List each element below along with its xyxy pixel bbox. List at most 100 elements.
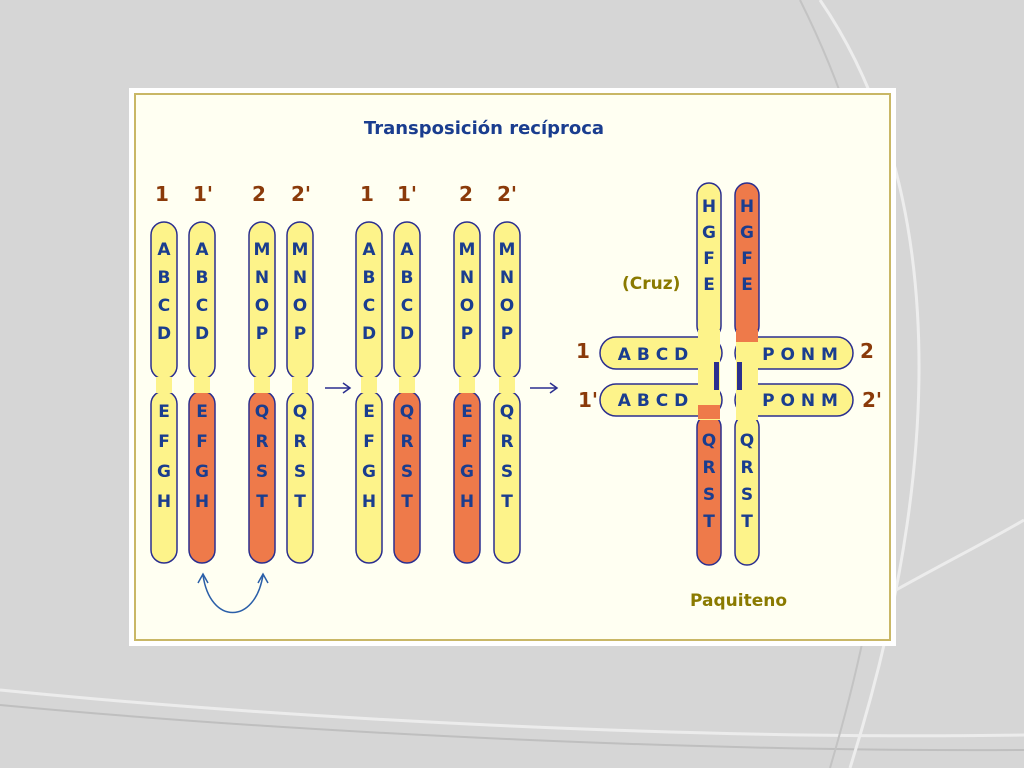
gene-label: B [158, 268, 171, 288]
gene-label: S [401, 462, 413, 482]
gene-label: Q [500, 402, 514, 422]
gene-label: E [158, 402, 170, 422]
gene-label: O [255, 296, 269, 316]
label-2-after: 2 [459, 182, 473, 206]
gene-label: F [196, 432, 208, 452]
gene-label: Q [255, 402, 269, 422]
gene-label: G [157, 462, 171, 482]
gene-label: S [294, 462, 306, 482]
label-1p-after: 1' [397, 182, 418, 206]
gene-label: H [460, 492, 474, 512]
gene-label: G [740, 223, 754, 243]
gene-label: R [293, 432, 306, 452]
centromere [459, 377, 475, 393]
gene-label: H [195, 492, 209, 512]
gene-label: Q [400, 402, 414, 422]
gene-label: G [460, 462, 474, 482]
gene-label: D [400, 324, 414, 344]
label-2p-cross: 2' [862, 388, 883, 412]
gene-label: A [362, 240, 376, 260]
gene-label: P [294, 324, 306, 344]
gene-label: M [499, 240, 516, 260]
gene-label: B [196, 268, 209, 288]
centromere-bar [714, 362, 719, 390]
gene-label: C [158, 296, 170, 316]
label-2-cross: 2 [860, 339, 874, 363]
centromere [254, 377, 270, 393]
gene-label: A [400, 240, 414, 260]
gene-label: R [400, 432, 413, 452]
gene-label: E [196, 402, 208, 422]
gene-label: T [741, 512, 753, 532]
gene-label: R [255, 432, 268, 452]
cross-arm-right-bottom [734, 383, 854, 417]
centromere [361, 377, 377, 393]
gene-label: A B C D [618, 391, 688, 411]
gene-label: G [195, 462, 209, 482]
gene-label: N [293, 268, 307, 288]
gene-label: T [256, 492, 268, 512]
gene-label: B [363, 268, 376, 288]
centromere-bar [737, 362, 742, 390]
gene-label: E [363, 402, 375, 422]
gene-label: F [158, 432, 170, 452]
gene-label: C [401, 296, 413, 316]
paquiteno-label: Paquiteno [690, 591, 788, 611]
gene-label: B [401, 268, 414, 288]
gene-label: M [459, 240, 476, 260]
gene-label: H [157, 492, 171, 512]
label-2p-after: 2' [497, 182, 518, 206]
gene-label: G [702, 223, 716, 243]
gene-label: E [461, 402, 473, 422]
gene-label: Q [740, 431, 754, 451]
gene-label: T [703, 512, 715, 532]
centromere [499, 377, 515, 393]
gene-label: Q [293, 402, 307, 422]
gene-label: M [292, 240, 309, 260]
gene-label: S [741, 485, 753, 505]
label-1p-before: 1' [193, 182, 214, 206]
gene-label: D [157, 324, 171, 344]
label-1p-cross: 1' [578, 388, 599, 412]
gene-label: T [501, 492, 513, 512]
gene-label: T [294, 492, 306, 512]
gene-label: S [256, 462, 268, 482]
gene-label: H [362, 492, 376, 512]
cross-arm-left-bottom [599, 383, 723, 417]
gene-label: F [703, 249, 715, 269]
gene-label: P O N M [762, 345, 838, 365]
gene-label: S [501, 462, 513, 482]
centromere [156, 377, 172, 393]
gene-label: F [741, 249, 753, 269]
label-2p-before: 2' [291, 182, 312, 206]
gene-label: P O N M [762, 391, 838, 411]
gene-label: P [461, 324, 473, 344]
gene-label: R [740, 458, 753, 478]
cross-center-right [736, 330, 758, 420]
gene-label: O [500, 296, 514, 316]
gene-label: N [460, 268, 474, 288]
gene-label: O [460, 296, 474, 316]
label-2-before: 2 [252, 182, 266, 206]
gene-label: N [500, 268, 514, 288]
label-1-cross: 1 [576, 339, 590, 363]
gene-label: A [157, 240, 171, 260]
arrow-right-icon [325, 382, 352, 394]
cross-center-orange-left [698, 405, 720, 419]
gene-label: N [255, 268, 269, 288]
arrow-right-icon [530, 382, 559, 394]
gene-label: D [362, 324, 376, 344]
cross-arm-right-top [734, 336, 854, 370]
gene-label: E [741, 275, 753, 295]
gene-label: P [256, 324, 268, 344]
gene-label: P [501, 324, 513, 344]
label-1-before: 1 [155, 182, 169, 206]
gene-label: F [363, 432, 375, 452]
centromere [399, 377, 415, 393]
centromere [292, 377, 308, 393]
diagram-title: Transposición recíproca [363, 118, 605, 139]
cross-center-orange-right [736, 330, 758, 342]
